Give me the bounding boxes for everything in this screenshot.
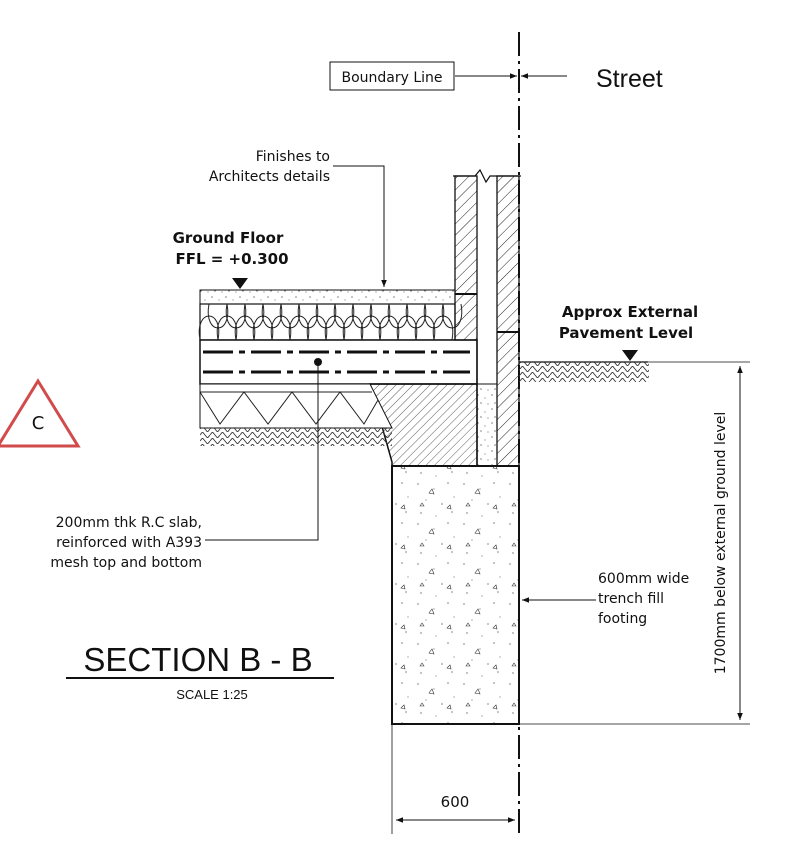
depth-dimension-label: 1700mm below external ground level xyxy=(713,412,729,675)
footing-note-2: trench fill xyxy=(598,591,664,607)
finishes-line-2: Architects details xyxy=(209,169,330,185)
screed-layer xyxy=(199,289,456,305)
insulation-loop xyxy=(396,303,427,341)
wall-break-line xyxy=(453,168,521,184)
slab-leader xyxy=(205,362,319,541)
inner-wall-leaf xyxy=(454,175,478,341)
ground-under-floor xyxy=(200,428,392,446)
insulation-loop xyxy=(252,303,283,341)
slab-note-1: 200mm thk R.C slab, xyxy=(56,515,202,531)
ffl-label: FFL = +0.300 xyxy=(175,250,288,268)
insulation-loop xyxy=(342,303,373,341)
boundary-label-box xyxy=(329,61,455,91)
boundary-label: Boundary Line xyxy=(341,70,442,86)
ground-floor-label: Ground Floor xyxy=(173,229,284,247)
insulation-loop xyxy=(378,303,409,341)
ffl-level-marker xyxy=(232,278,248,289)
slab-note-2: reinforced with A393 xyxy=(56,535,202,551)
street-label: Street xyxy=(596,65,663,93)
cavity-fill xyxy=(476,383,498,467)
outer-wall-leaf xyxy=(496,175,520,467)
insulation-loop xyxy=(270,303,301,341)
section-scale: SCALE 1:25 xyxy=(176,687,248,702)
insulation-loop xyxy=(360,303,391,341)
insulation-loop xyxy=(306,303,337,341)
insulation-loop xyxy=(198,303,229,341)
pavement-label-1: Approx External xyxy=(562,303,698,321)
trench-fill-footing xyxy=(391,465,520,725)
insulation-loop xyxy=(414,303,445,341)
pavement-level-marker xyxy=(622,350,638,361)
revision-triangle xyxy=(0,378,81,448)
insulation-loop xyxy=(324,303,355,341)
hardcore-layer xyxy=(199,383,393,429)
slab-note-3: mesh top and bottom xyxy=(50,555,202,571)
hardcore-zigzag xyxy=(199,391,379,425)
footing-note-3: footing xyxy=(598,611,647,627)
revision-marker: C xyxy=(32,413,45,434)
pavement-ground xyxy=(519,362,649,382)
finishes-line-1: Finishes to xyxy=(256,149,330,165)
insulation-loop xyxy=(288,303,319,341)
insulation-loops xyxy=(198,303,463,341)
rc-slab xyxy=(199,339,478,385)
section-title: SECTION B - B xyxy=(83,641,312,678)
insulation-loop xyxy=(234,303,265,341)
footing-note-1: 600mm wide xyxy=(598,571,689,587)
pavement-label-2: Pavement Level xyxy=(559,324,693,342)
width-dimension-label: 600 xyxy=(441,793,470,811)
finishes-leader xyxy=(333,165,387,287)
insulation-loop xyxy=(216,303,247,341)
